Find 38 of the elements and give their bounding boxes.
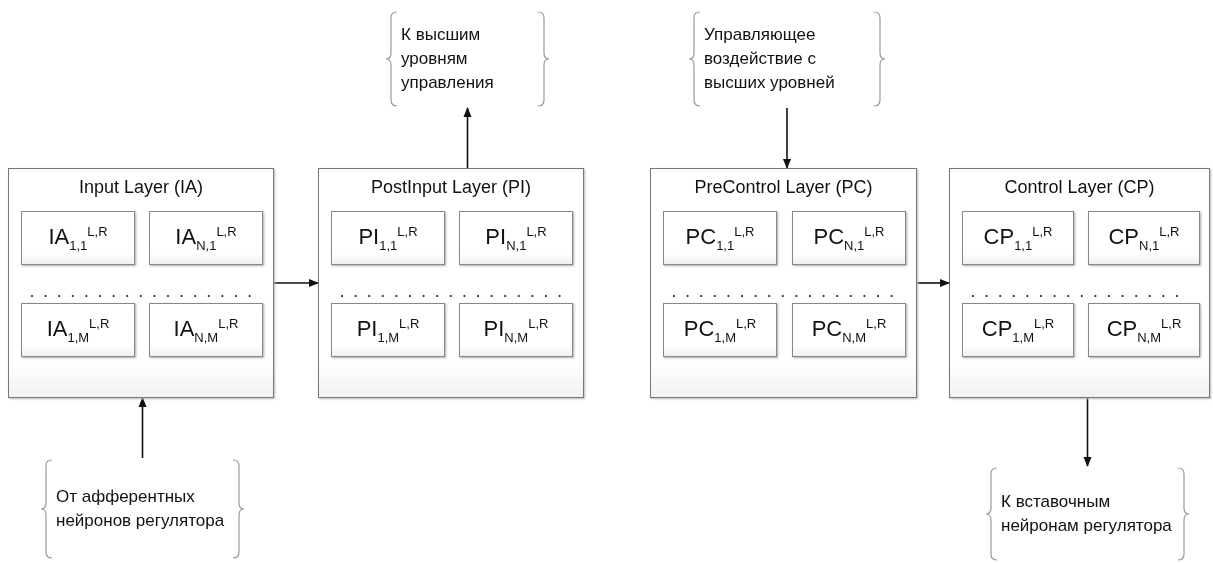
neuron-box xyxy=(1088,211,1200,265)
neuron-box xyxy=(962,303,1074,357)
neuron-box xyxy=(1088,303,1200,357)
arrow xyxy=(273,279,319,287)
neuron-box xyxy=(663,303,777,357)
arrow xyxy=(783,107,791,169)
neuron-box xyxy=(331,211,445,265)
arrow xyxy=(916,279,950,287)
neuron-box xyxy=(459,211,573,265)
note-text: От афферентных нейронов регулятора xyxy=(56,486,226,532)
neuron-box xyxy=(792,211,906,265)
brace-note xyxy=(688,10,886,108)
neuron-box xyxy=(21,211,135,265)
layer-title: PreControl Layer (PC) xyxy=(693,177,874,198)
note-text: К вставочным нейронам регулятора xyxy=(1001,491,1173,537)
layer-panel xyxy=(650,168,917,398)
layer-title: Input Layer (IA) xyxy=(77,177,205,198)
neuron-box xyxy=(459,303,573,357)
arrow xyxy=(1083,397,1092,467)
arrow xyxy=(138,397,147,459)
layer-title: Control Layer (CP) xyxy=(1003,177,1156,198)
brace-note xyxy=(385,10,550,108)
layer-panel xyxy=(949,168,1210,398)
brace-note xyxy=(40,458,245,560)
neuron-box xyxy=(792,303,906,357)
layer-panel xyxy=(8,168,274,398)
neuron-box xyxy=(962,211,1074,265)
layer-panel xyxy=(318,168,584,398)
arrow xyxy=(463,107,472,169)
neuron-box xyxy=(149,211,263,265)
neuron-box xyxy=(149,303,263,357)
neuron-box xyxy=(21,303,135,357)
neuron-box xyxy=(663,211,777,265)
note-text: Управляющее воздействие с высших уровней xyxy=(704,24,836,94)
layer-title: PostInput Layer (PI) xyxy=(369,177,533,198)
brace-note xyxy=(985,466,1190,562)
neuron-box xyxy=(331,303,445,357)
note-text: К высшим уровням управления xyxy=(401,24,495,94)
